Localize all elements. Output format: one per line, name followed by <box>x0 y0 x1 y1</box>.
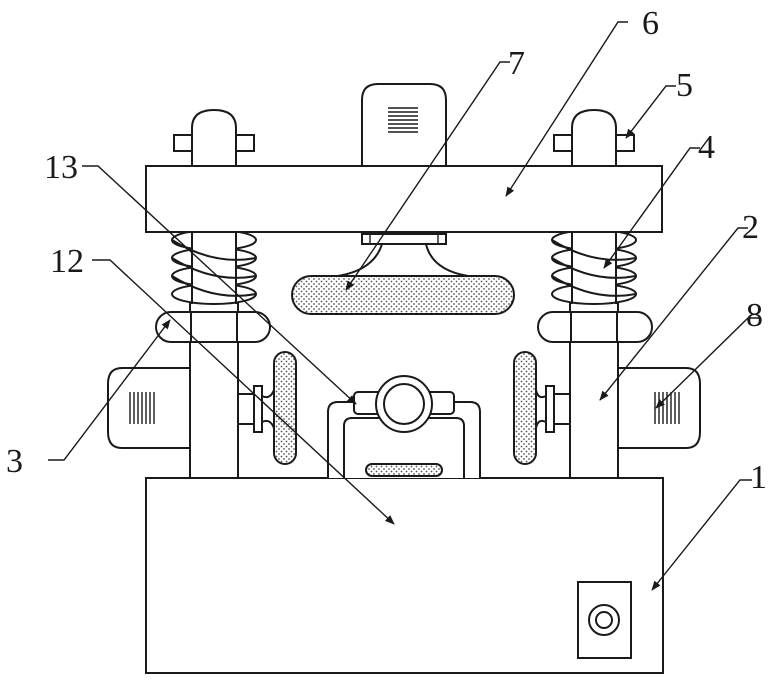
base-box <box>146 478 663 673</box>
right-motor <box>618 368 700 448</box>
label-5: 5 <box>676 67 693 104</box>
top-plate <box>146 166 662 232</box>
label-13: 13 <box>44 149 78 186</box>
right-top-cap <box>554 110 634 166</box>
label-3: 3 <box>6 443 23 480</box>
left-collar <box>156 312 270 342</box>
label-7: 7 <box>508 45 525 82</box>
left-top-cap <box>174 110 254 166</box>
label-6: 6 <box>642 5 659 42</box>
right-collar <box>538 312 652 342</box>
center-holder <box>328 376 480 478</box>
left-motor <box>108 368 192 448</box>
label-4: 4 <box>698 129 715 166</box>
right-wheel <box>514 352 570 464</box>
polishing-head <box>292 234 514 314</box>
label-8: 8 <box>746 297 763 334</box>
label-2: 2 <box>742 209 759 246</box>
top-motor <box>362 84 446 166</box>
label-1: 1 <box>750 459 767 496</box>
label-12: 12 <box>50 243 84 280</box>
left-spring <box>172 230 256 304</box>
left-wheel <box>238 352 296 464</box>
